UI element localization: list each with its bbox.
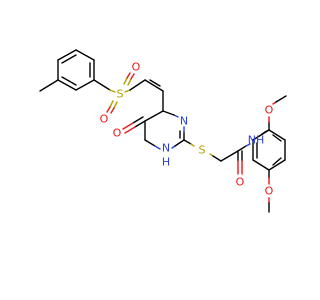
- amide-oxygen-label: O: [236, 176, 245, 189]
- thioether-sulfur-label: S: [199, 144, 206, 157]
- sulfonyl-group: [93, 72, 146, 114]
- pyrimidinone-ring: [122, 79, 185, 150]
- structure-drawing: S O O N N H O S NH O O O: [39, 49, 287, 213]
- sulfonyl-sulfur-label: S: [117, 88, 124, 101]
- ring-nitrogen-label: N: [180, 115, 188, 128]
- methoxy-oxygen-lower-label: O: [265, 185, 274, 198]
- sulfonyl-oxygen-left-label: O: [100, 113, 109, 126]
- ring-nh-nitrogen-label: N: [162, 142, 170, 155]
- methyl-bond: [39, 79, 59, 92]
- amide-nh-label: NH: [248, 134, 265, 147]
- ring-carbonyl-oxygen-label: O: [113, 127, 122, 140]
- thioacetamide-linker: [183, 139, 251, 175]
- ring-nh-hydrogen-label: H: [162, 156, 170, 169]
- tolyl-ring: [39, 49, 95, 92]
- sulfonyl-oxygen-right-label: O: [132, 61, 141, 74]
- methoxy-oxygen-upper-label: O: [265, 104, 274, 117]
- dimethoxyphenyl-ring: [252, 95, 287, 213]
- molecule-diagram: S O O N N H O S NH O O O: [39, 49, 287, 213]
